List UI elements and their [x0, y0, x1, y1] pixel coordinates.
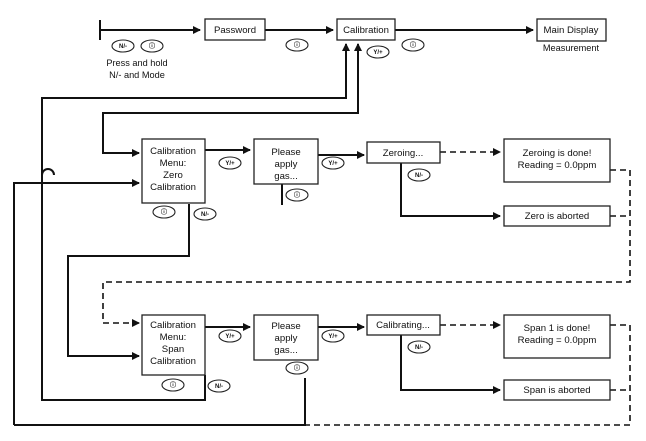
cal-menu-zero-line-1: Calibration: [150, 146, 196, 157]
n-minus-button-span-menu: N/-: [207, 379, 231, 393]
main-display-box: Main Display: [536, 18, 607, 42]
zero-aborted-label: Zero is aborted: [525, 211, 590, 222]
mode-button-span-menu: ⓘ: [161, 378, 185, 392]
measurement-caption: Measurement: [543, 43, 600, 53]
zeroing-box: Zeroing...: [366, 141, 441, 164]
svg-text:ⓘ: ⓘ: [161, 208, 167, 216]
password-label: Password: [214, 25, 256, 36]
svg-text:ⓘ: ⓘ: [294, 41, 300, 49]
please-apply-span-line-1: Please: [271, 321, 300, 332]
please-apply-zero-box: Please apply gas...: [253, 138, 319, 185]
mode-button-zero-menu: ⓘ: [152, 205, 176, 219]
mode-button-span-apply: ⓘ: [285, 361, 309, 375]
svg-text:Y/+: Y/+: [225, 161, 235, 167]
svg-text:ⓘ: ⓘ: [170, 381, 176, 389]
zeroing-to-aborted: [400, 163, 501, 220]
calibrating-label: Calibrating...: [376, 320, 430, 331]
press-hold-line-1: Press and hold: [106, 58, 167, 68]
span-aborted-label: Span is aborted: [523, 385, 590, 396]
please-apply-zero-line-1: Please: [271, 147, 300, 158]
loop-to-calibration-inner: [102, 43, 362, 148]
zeroing-done-line-1: Zeroing is done!: [523, 148, 592, 159]
y-plus-button-span-menu: Y/+: [218, 329, 242, 343]
mode-button-calibration: ⓘ: [401, 38, 425, 52]
zero-aborted-box: Zero is aborted: [503, 205, 611, 227]
svg-text:N/-: N/-: [215, 384, 223, 390]
mode-button-zero-apply: ⓘ: [285, 188, 309, 202]
cal-menu-zero-line-3: Zero: [163, 170, 183, 181]
mode-button-password: ⓘ: [285, 38, 309, 52]
cal-menu-span-line-4: Calibration: [150, 356, 196, 367]
zero-done-to-span: [102, 169, 631, 327]
please-apply-span-line-2: apply: [275, 333, 298, 344]
cal-menu-zero-box: Calibration Menu: Zero Calibration: [141, 138, 206, 204]
svg-text:Y/+: Y/+: [328, 161, 338, 167]
cal-menu-span-line-1: Calibration: [150, 320, 196, 331]
svg-text:Y/+: Y/+: [328, 334, 338, 340]
span-done-line-1: Span 1 is done!: [524, 323, 591, 334]
return-line-b: [41, 175, 206, 401]
line-hop: [41, 168, 55, 176]
y-plus-button-zero-menu: Y/+: [218, 156, 242, 170]
zeroing-done-line-2: Reading = 0.0ppm: [518, 160, 597, 171]
main-display-label: Main Display: [544, 25, 599, 36]
n-minus-button-calibrating: N/-: [407, 340, 431, 354]
calibration-box: Calibration: [336, 18, 396, 41]
to-cal-menu-zero: [102, 148, 140, 157]
span-done-box: Span 1 is done! Reading = 0.0ppm: [503, 314, 611, 359]
y-plus-button-zero-apply: Y/+: [321, 156, 345, 170]
please-apply-zero-line-3: gas...: [274, 171, 297, 182]
n-minus-button-zeroing: N/-: [407, 168, 431, 182]
svg-text:ⓘ: ⓘ: [149, 42, 155, 50]
return-line-a: [13, 179, 140, 425]
please-apply-zero-line-2: apply: [275, 159, 298, 170]
calibrating-to-aborted: [400, 334, 501, 394]
svg-text:N/-: N/-: [415, 173, 423, 179]
zero-menu-to-span-menu: [67, 204, 190, 360]
span-done-return: [305, 324, 631, 426]
n-minus-button-top: N/-: [111, 39, 135, 53]
loop-to-calibration-outer: [41, 43, 350, 175]
svg-text:ⓘ: ⓘ: [410, 41, 416, 49]
cal-menu-zero-line-2: Menu:: [160, 158, 187, 169]
please-apply-span-box: Please apply gas...: [253, 314, 319, 361]
cal-menu-zero-line-4: Calibration: [150, 182, 196, 193]
svg-text:ⓘ: ⓘ: [294, 191, 300, 199]
svg-text:ⓘ: ⓘ: [294, 364, 300, 372]
mode-button-top: ⓘ: [140, 39, 164, 53]
connectors: [13, 20, 631, 426]
svg-text:N/-: N/-: [201, 212, 209, 218]
n-minus-button-zero-menu: N/-: [193, 207, 217, 221]
press-hold-line-2: N/- and Mode: [109, 70, 165, 80]
zeroing-done-box: Zeroing is done! Reading = 0.0ppm: [503, 138, 611, 183]
svg-text:N/-: N/-: [415, 345, 423, 351]
y-plus-button-calibration: Y/+: [366, 45, 390, 59]
cal-menu-span-line-2: Menu:: [160, 332, 187, 343]
y-plus-button-span-apply: Y/+: [321, 329, 345, 343]
svg-text:Y/+: Y/+: [225, 334, 235, 340]
password-box: Password: [204, 18, 266, 41]
bottom-line: [14, 378, 306, 426]
span-aborted-box: Span is aborted: [503, 379, 611, 401]
calibration-label: Calibration: [343, 25, 389, 36]
cal-menu-span-box: Calibration Menu: Span Calibration: [141, 314, 206, 376]
please-apply-span-line-3: gas...: [274, 345, 297, 356]
cal-menu-span-line-3: Span: [162, 344, 184, 355]
zeroing-label: Zeroing...: [383, 148, 424, 159]
svg-text:Y/+: Y/+: [373, 50, 383, 56]
svg-text:N/-: N/-: [119, 44, 127, 50]
span-done-line-2: Reading = 0.0ppm: [518, 335, 597, 346]
calibrating-box: Calibrating...: [366, 314, 441, 336]
